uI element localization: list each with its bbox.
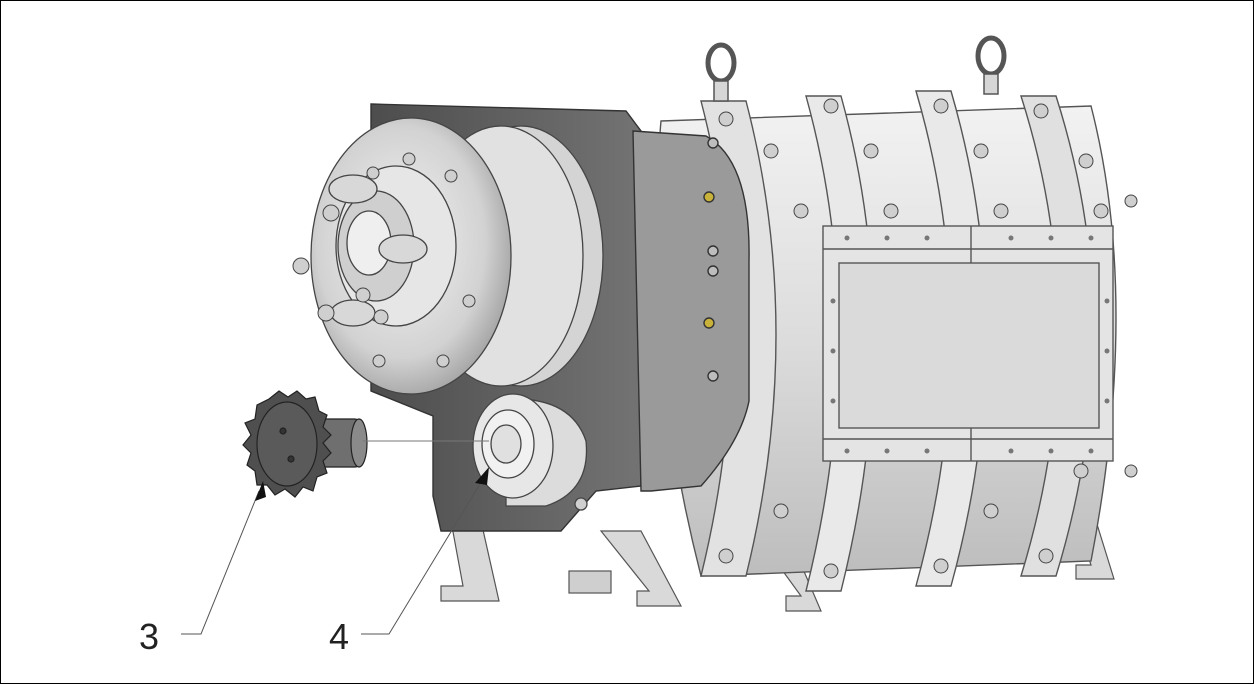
cover-plate-bolts xyxy=(830,235,1110,454)
lifting-eye-left xyxy=(705,42,737,102)
base-feet xyxy=(440,520,1115,612)
arrowhead-4 xyxy=(475,467,489,485)
callout-label-3: 3 xyxy=(139,616,160,657)
leader-line-4 xyxy=(361,478,484,635)
main-housing xyxy=(655,90,1117,592)
disc-bolts xyxy=(292,152,476,368)
side-bracket xyxy=(632,130,750,492)
flange-bolts xyxy=(718,98,1138,579)
drive-coupling-gear xyxy=(242,390,368,498)
shaft-bore-housing xyxy=(472,393,588,511)
leader-line-3 xyxy=(181,490,260,635)
callout-label-4: 4 xyxy=(329,616,350,657)
drive-disc xyxy=(310,117,604,395)
arrowhead-3 xyxy=(255,481,266,501)
lifting-eye-right xyxy=(975,35,1007,95)
